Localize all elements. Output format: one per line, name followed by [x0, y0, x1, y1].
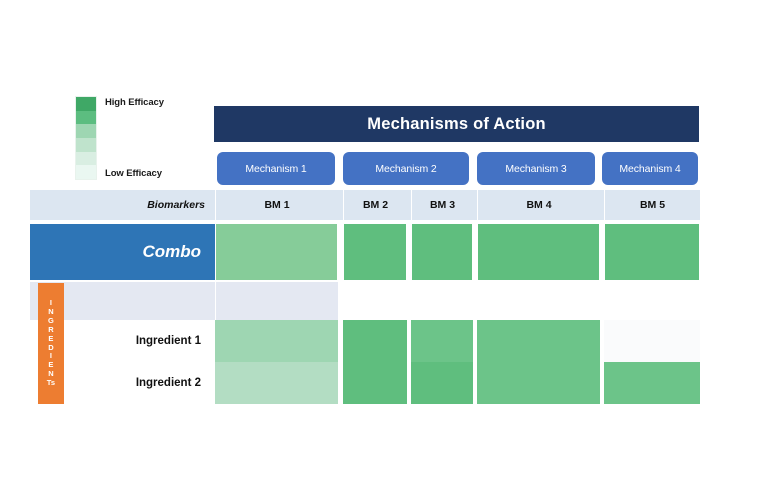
combo-cell-bm1 [215, 224, 338, 280]
biomarker-header-3: BM 3 [411, 190, 473, 220]
mechanism-chip-1[interactable]: Mechanism 1 [217, 152, 335, 185]
efficacy-gradient-scale [75, 96, 97, 180]
mechanisms-of-action-banner: Mechanisms of Action [213, 105, 700, 143]
mechanism-chip-2[interactable]: Mechanism 2 [343, 152, 469, 185]
legend-low-efficacy-label: Low Efficacy [105, 168, 162, 179]
ingredient-1-cell-bm2 [343, 320, 407, 362]
ingredients-tab-letter-7: E [48, 360, 54, 370]
ingredients-tab-letter-2: G [47, 315, 55, 325]
biomarker-header-1: BM 1 [215, 190, 338, 220]
legend-swatch-2 [76, 124, 96, 139]
ingredients-tab-letter-6: I [49, 351, 53, 361]
combo-row-label: Combo [30, 224, 215, 280]
ingredient-1-cell-bm3 [411, 320, 473, 362]
biomarker-header-5: BM 5 [604, 190, 700, 220]
ingredients-tab-letter-8: N [48, 369, 54, 379]
efficacy-legend: High Efficacy Low Efficacy [75, 96, 230, 180]
ingredient-1-cell-bm5 [604, 320, 700, 362]
legend-high-efficacy-label: High Efficacy [105, 97, 164, 108]
ingredient-1-cell-bm4 [477, 320, 600, 362]
legend-swatch-3 [76, 138, 96, 152]
biomarker-header-4: BM 4 [477, 190, 600, 220]
ingredient-1-cell-bm1 [215, 320, 338, 362]
legend-swatch-5 [76, 165, 96, 180]
mechanism-chip-3[interactable]: Mechanism 3 [477, 152, 595, 185]
spacer-row-cell [215, 282, 338, 320]
combo-cell-bm3 [411, 224, 473, 280]
page-title: Mechanisms of Action [367, 114, 546, 133]
ingredients-tab-letter-5: D [48, 342, 54, 352]
biomarkers-row-label: Biomarkers [30, 190, 215, 220]
combo-cell-bm2 [343, 224, 407, 280]
ingredient-2-cell-bm3 [411, 362, 473, 404]
ingredients-tab-letter-4: E [48, 333, 54, 343]
biomarker-header-2: BM 2 [343, 190, 407, 220]
ingredients-tab-letter-0: I [49, 298, 53, 308]
ingredients-tab-letter-9: Ts [46, 377, 56, 387]
legend-swatch-0 [76, 97, 96, 111]
combo-cell-bm5 [604, 224, 700, 280]
legend-swatch-4 [76, 151, 96, 166]
ingredient-2-cell-bm5 [604, 362, 700, 404]
ingredients-tab-letter-1: N [48, 307, 54, 317]
ingredients-tab-letter-3: R [48, 324, 54, 334]
ingredient-2-cell-bm4 [477, 362, 600, 404]
ingredient-2-cell-bm1 [215, 362, 338, 404]
combo-cell-bm4 [477, 224, 600, 280]
ingredient-2-cell-bm2 [343, 362, 407, 404]
mechanism-chip-4[interactable]: Mechanism 4 [602, 152, 698, 185]
legend-swatch-1 [76, 110, 96, 125]
